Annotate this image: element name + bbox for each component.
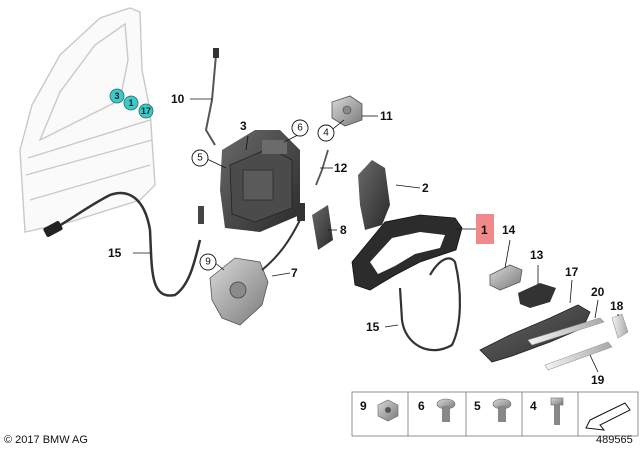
door-marker-3 (109, 88, 125, 104)
callout-19: 19 (591, 373, 605, 387)
part-20-trim-strip (527, 317, 605, 346)
small-parts-legend: 9 6 5 4 (351, 391, 639, 437)
copyright-text: © 2017 BMW AG (4, 434, 88, 446)
part-14-cap (489, 264, 523, 291)
part-12-wire (315, 149, 329, 186)
part-8-bracket (312, 205, 333, 250)
part-19-trim-strip (544, 341, 613, 371)
door-marker-3-label: 3 (114, 91, 119, 101)
part-2-carrier (358, 160, 390, 230)
part-10-rod (204, 48, 219, 146)
part-1-highlight (476, 214, 494, 244)
part-3-door-lock (220, 130, 300, 232)
circled-callout-5: 5 (197, 153, 203, 164)
legend-item-4: 4 (530, 399, 537, 413)
callout-11: 11 (380, 109, 393, 123)
callout-12: 12 (334, 161, 348, 175)
view-arrow-icon (585, 402, 631, 431)
part-1-handle-carrier (351, 214, 463, 291)
callout-16: 15 (108, 246, 122, 260)
door-outline (19, 7, 156, 233)
circled-callouts: 6 5 4 9 (191, 119, 335, 271)
door-marker-1-label: 1 (128, 98, 133, 108)
circled-callout-9: 9 (205, 257, 211, 268)
part-18-cap (611, 313, 629, 339)
callout-14: 14 (502, 223, 516, 237)
part-7-actuator (209, 203, 305, 326)
part-17-door-handle (479, 304, 591, 363)
part-11-striker (331, 95, 363, 127)
callout-2: 2 (422, 181, 429, 195)
door-marker-17-label: 17 (141, 106, 151, 116)
callouts: 10 3 11 12 2 1 14 13 17 20 18 19 8 7 15 … (108, 92, 624, 387)
part-13-cover (518, 283, 556, 308)
circled-callout-4: 4 (323, 128, 329, 139)
legend-item-9: 9 (360, 399, 367, 413)
callout-18: 18 (610, 299, 624, 313)
part-15-cable (398, 257, 461, 352)
part-16-bowden-cable (43, 191, 204, 297)
door-marker-1 (123, 95, 139, 111)
callout-13: 13 (530, 248, 544, 262)
leader-lines (133, 98, 619, 373)
callout-17: 17 (565, 265, 579, 279)
legend-item-5: 5 (474, 399, 481, 413)
callout-7: 7 (291, 266, 298, 280)
door-markers: 3 1 17 (109, 88, 154, 119)
callout-10: 10 (171, 92, 185, 106)
circled-callout-6: 6 (297, 123, 303, 134)
door-marker-17 (138, 103, 154, 119)
callout-1: 1 (481, 223, 488, 237)
callout-20: 20 (591, 285, 605, 299)
callout-8: 8 (340, 223, 347, 237)
callout-3: 3 (240, 119, 247, 133)
legend-item-6: 6 (418, 399, 425, 413)
diagram-number: 489565 (596, 434, 633, 446)
